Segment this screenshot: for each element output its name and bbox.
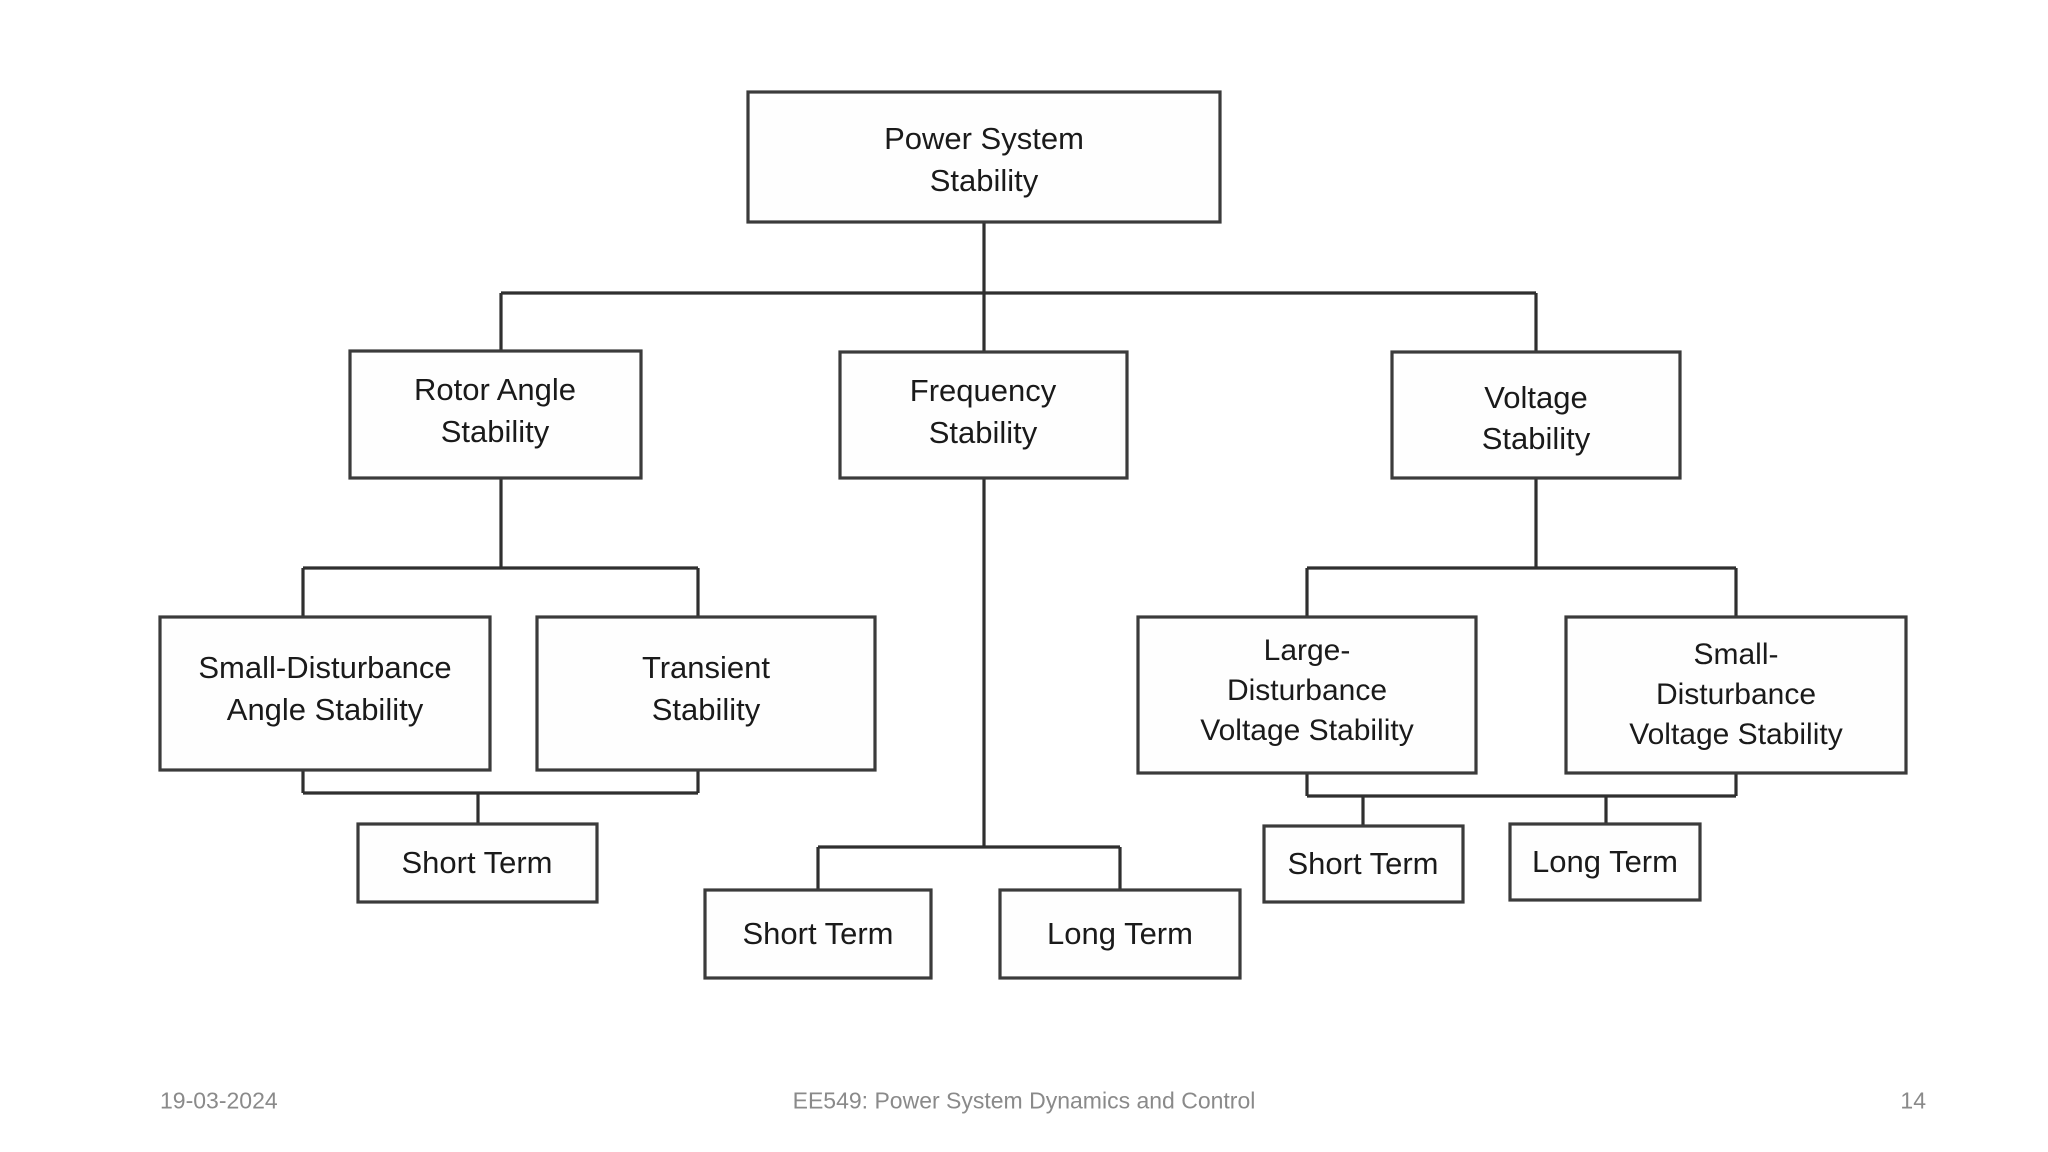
node-angle-short-term[interactable]: Short Term <box>356 822 599 904</box>
node-box <box>356 822 599 904</box>
power-system-stability-diagram: Power System Stability Rotor Angle Stabi… <box>158 90 1908 980</box>
footer-course-title: EE549: Power System Dynamics and Control <box>792 1087 1256 1114</box>
node-box <box>998 888 1242 980</box>
node-label-line: Rotor Angle <box>414 372 576 407</box>
node-label-line: Short Term <box>742 916 893 951</box>
node-rotor-angle-stability[interactable]: Rotor Angle Stability <box>348 349 643 480</box>
node-box <box>158 615 492 772</box>
node-box <box>1564 615 1908 775</box>
node-label-line: Long Term <box>1532 844 1678 879</box>
node-label-line: Short Term <box>1287 846 1438 881</box>
node-box <box>535 615 877 772</box>
node-label-line: Frequency <box>910 373 1057 408</box>
node-box <box>348 349 643 480</box>
node-label-line: Short Term <box>401 845 552 880</box>
node-frequency-short-term[interactable]: Short Term <box>703 888 933 980</box>
node-label-line: Transient <box>642 650 770 685</box>
node-label-line: Long Term <box>1047 916 1193 951</box>
node-transient-stability[interactable]: Transient Stability <box>535 615 877 772</box>
node-voltage-short-term[interactable]: Short Term <box>1262 824 1465 904</box>
node-voltage-long-term[interactable]: Long Term <box>1508 822 1702 902</box>
node-box <box>1390 350 1682 480</box>
node-small-disturbance-voltage-stability[interactable]: Small- Disturbance Voltage Stability <box>1564 615 1908 775</box>
connector-group <box>301 222 1738 890</box>
node-label-line: Stability <box>1482 421 1591 456</box>
node-frequency-stability[interactable]: Frequency Stability <box>838 350 1129 480</box>
node-label-line: Voltage <box>1484 380 1587 415</box>
node-box <box>1262 824 1465 904</box>
node-box <box>746 90 1222 224</box>
node-large-disturbance-voltage-stability[interactable]: Large- Disturbance Voltage Stability <box>1136 615 1478 775</box>
node-label-line: Large- <box>1264 634 1351 667</box>
node-voltage-stability[interactable]: Voltage Stability <box>1390 350 1682 480</box>
node-box <box>1136 615 1478 775</box>
node-label-line: Disturbance <box>1227 674 1387 707</box>
node-label-line: Small- <box>1693 638 1778 671</box>
node-label-line: Stability <box>929 415 1038 450</box>
node-box <box>703 888 933 980</box>
node-label-line: Small-Disturbance <box>198 650 451 685</box>
node-box <box>1508 822 1702 902</box>
node-label-line: Disturbance <box>1656 678 1816 711</box>
node-label-line: Stability <box>441 414 550 449</box>
node-small-disturbance-angle-stability[interactable]: Small-Disturbance Angle Stability <box>158 615 492 772</box>
footer-page-number: 14 <box>1900 1087 1926 1114</box>
node-box <box>838 350 1129 480</box>
node-label-line: Power System <box>884 121 1084 156</box>
node-label-line: Voltage Stability <box>1629 718 1842 751</box>
node-label-line: Angle Stability <box>227 692 424 727</box>
node-power-system-stability[interactable]: Power System Stability <box>746 90 1222 224</box>
node-label-line: Stability <box>930 163 1039 198</box>
slide-footer: 19-03-2024 EE549: Power System Dynamics … <box>0 1050 2048 1152</box>
node-frequency-long-term[interactable]: Long Term <box>998 888 1242 980</box>
footer-date: 19-03-2024 <box>160 1087 278 1114</box>
node-label-line: Stability <box>652 692 761 727</box>
node-label-line: Voltage Stability <box>1200 714 1413 747</box>
